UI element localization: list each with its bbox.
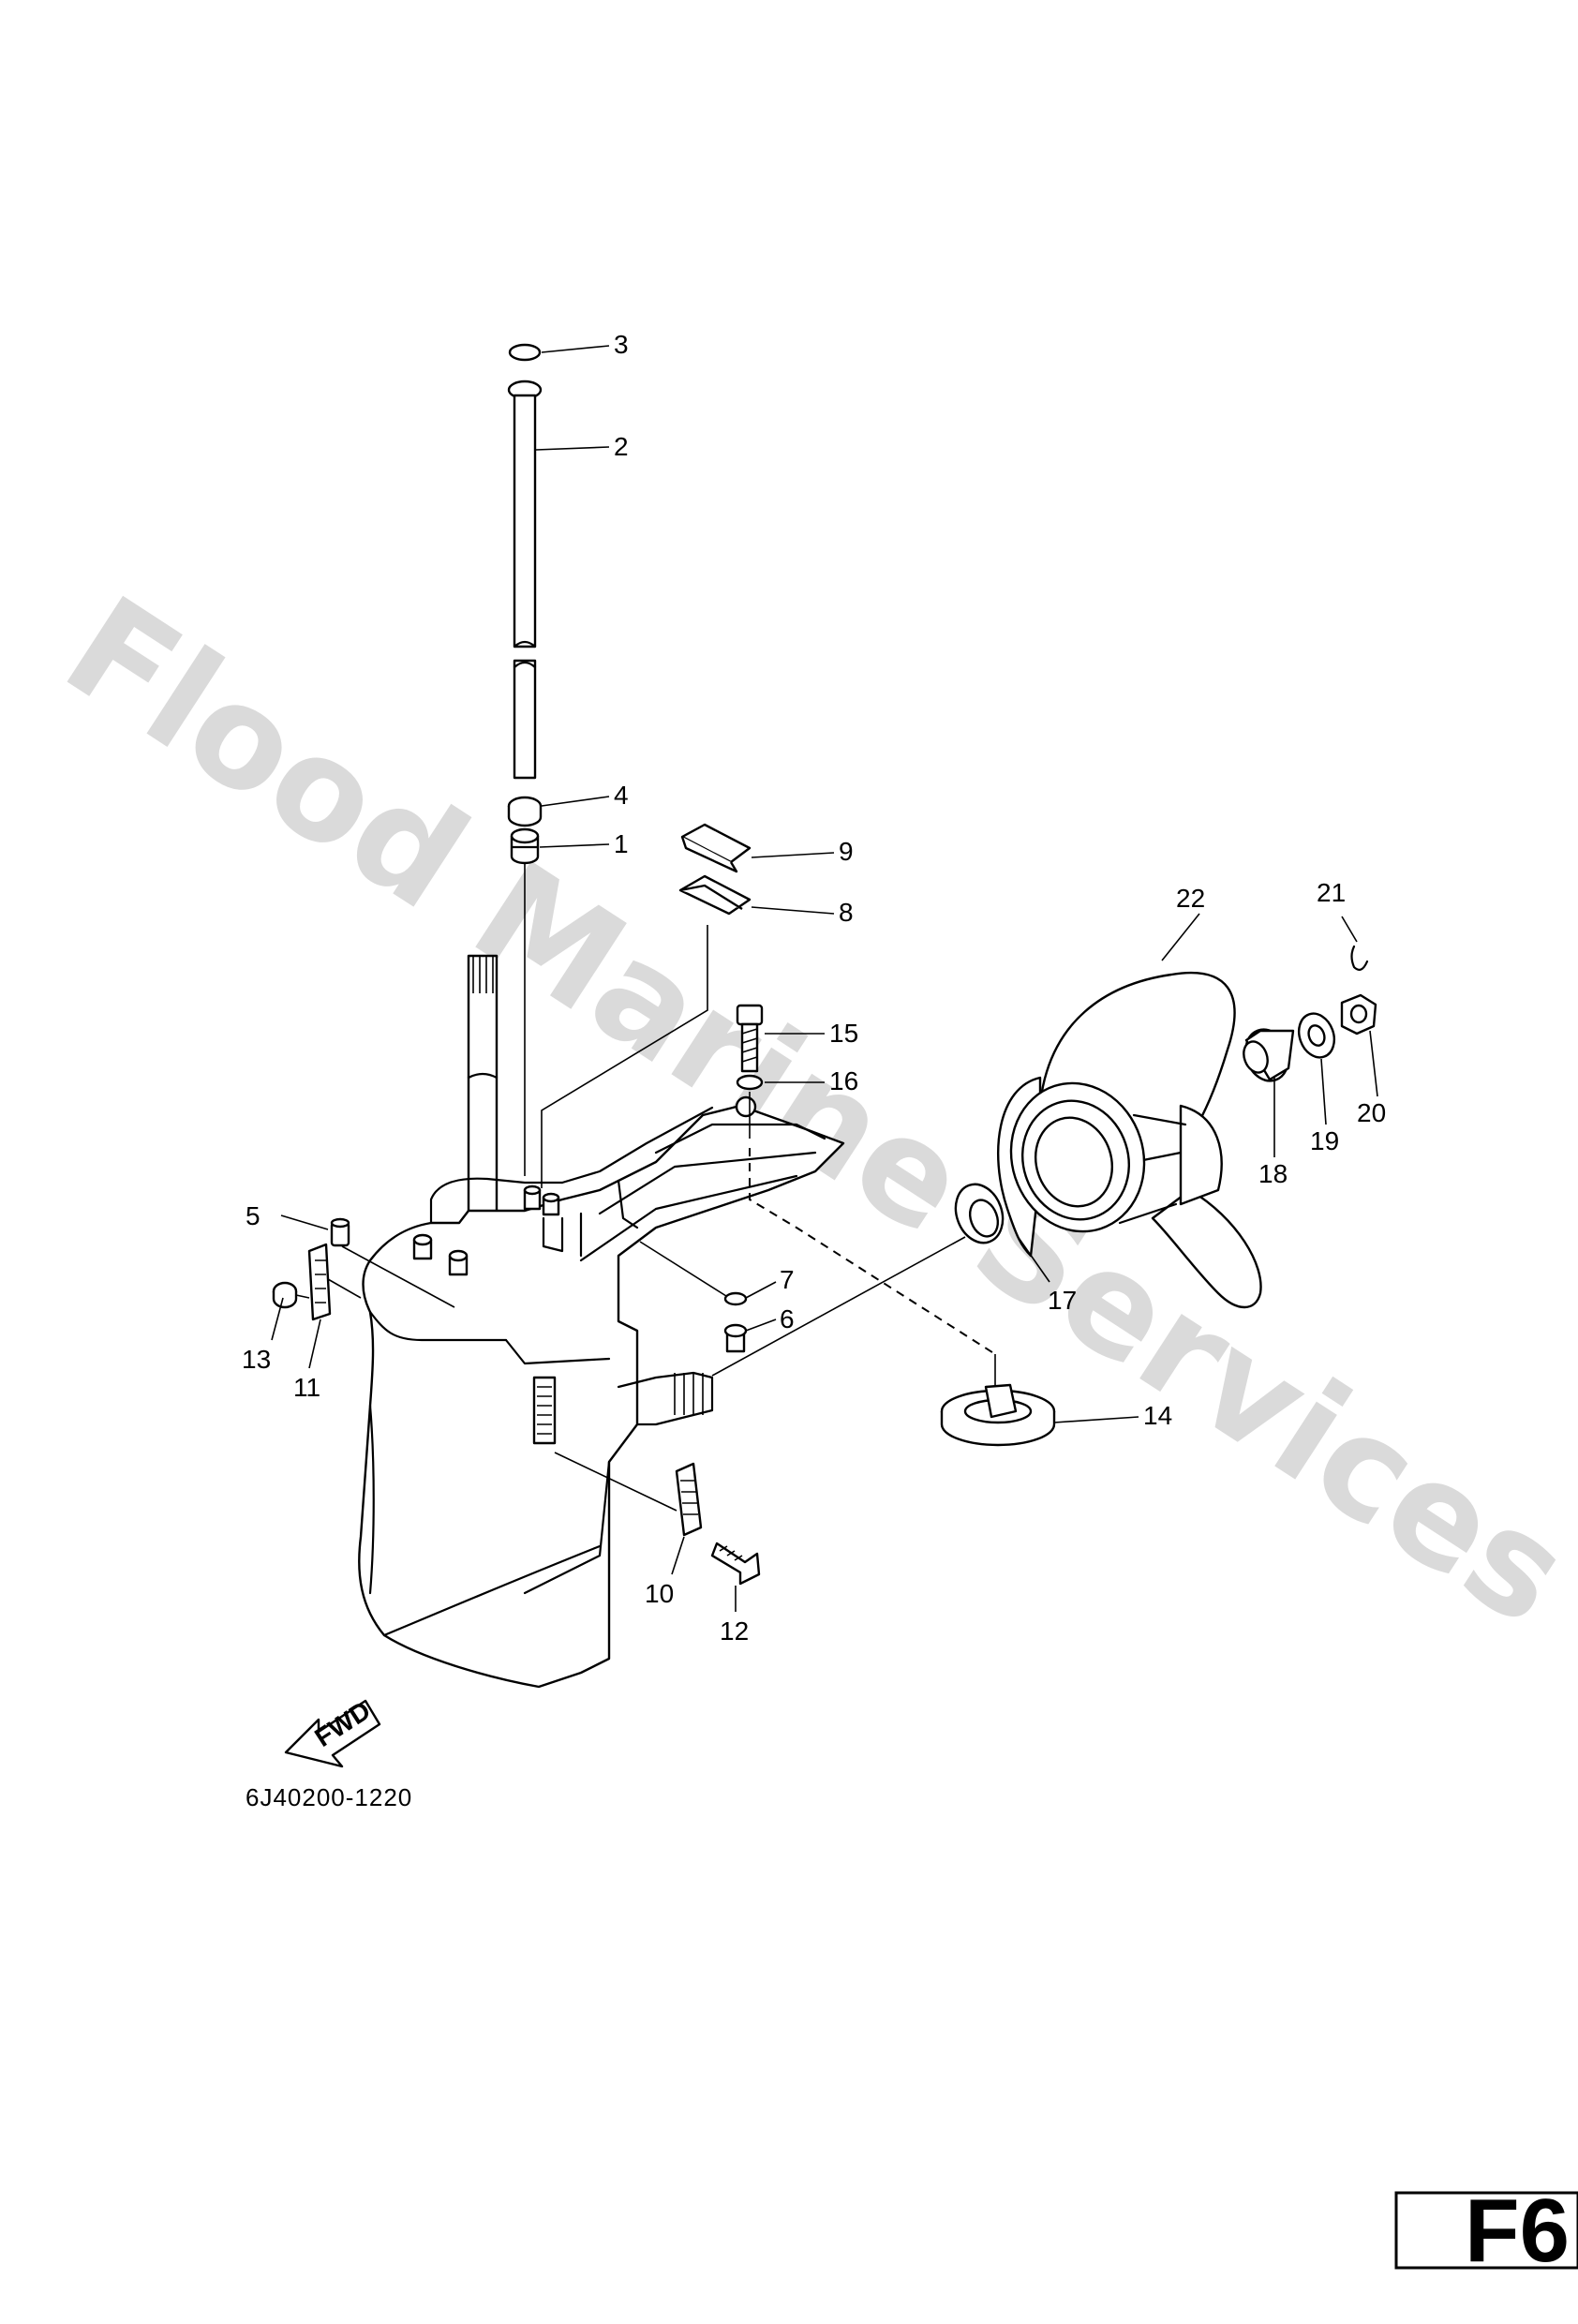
callout-18: 18	[1258, 1159, 1288, 1188]
callout-21: 21	[1317, 878, 1346, 907]
parts-15-16-bolt	[736, 1004, 996, 1355]
part-5-pin	[330, 1217, 455, 1308]
parts-18-21	[1243, 916, 1378, 1157]
callout-7: 7	[780, 1265, 795, 1294]
lower-casing: FWD	[284, 954, 845, 1768]
anode-parts-8-9	[541, 823, 752, 1188]
propeller	[997, 913, 1262, 1309]
fwd-arrow: FWD	[284, 1695, 381, 1768]
callout-8: 8	[839, 898, 854, 927]
part-17-washer	[711, 1183, 1005, 1377]
callout-12: 12	[720, 1616, 749, 1646]
watermark: Flood Marine Services	[37, 566, 1578, 1657]
part-11-anode	[307, 1243, 362, 1321]
callout-16: 16	[829, 1066, 858, 1095]
parts-6-7	[639, 1241, 748, 1353]
callout-14: 14	[1143, 1401, 1172, 1430]
leader-lines	[271, 345, 1139, 1612]
callout-1: 1	[614, 829, 629, 858]
callout-20: 20	[1357, 1098, 1386, 1127]
parts-10-12	[554, 1452, 761, 1586]
callout-6: 6	[780, 1304, 795, 1333]
shaft-assembly	[507, 343, 543, 1176]
callout-11: 11	[293, 1373, 320, 1402]
callout-19: 19	[1310, 1126, 1339, 1155]
callout-15: 15	[829, 1019, 858, 1048]
callout-13: 13	[242, 1345, 271, 1374]
callout-5: 5	[246, 1201, 261, 1230]
callout-numbers: 3 2 4 1 9 8 22 21 15 16 20 19 18 5 7 17 …	[242, 330, 1386, 1646]
part-code: 6J40200-1220	[246, 1783, 412, 1811]
page-label: F6	[1465, 2181, 1570, 2281]
part-13-nut	[272, 1281, 310, 1309]
part-14-trim-tab	[940, 1354, 1056, 1447]
callout-17: 17	[1048, 1286, 1077, 1315]
page-label-box: F6	[1394, 2181, 1578, 2281]
callout-22: 22	[1176, 884, 1205, 913]
callout-2: 2	[614, 432, 629, 461]
callout-9: 9	[839, 837, 854, 866]
callout-3: 3	[614, 330, 629, 359]
callout-10: 10	[645, 1579, 674, 1608]
callout-4: 4	[614, 781, 629, 810]
